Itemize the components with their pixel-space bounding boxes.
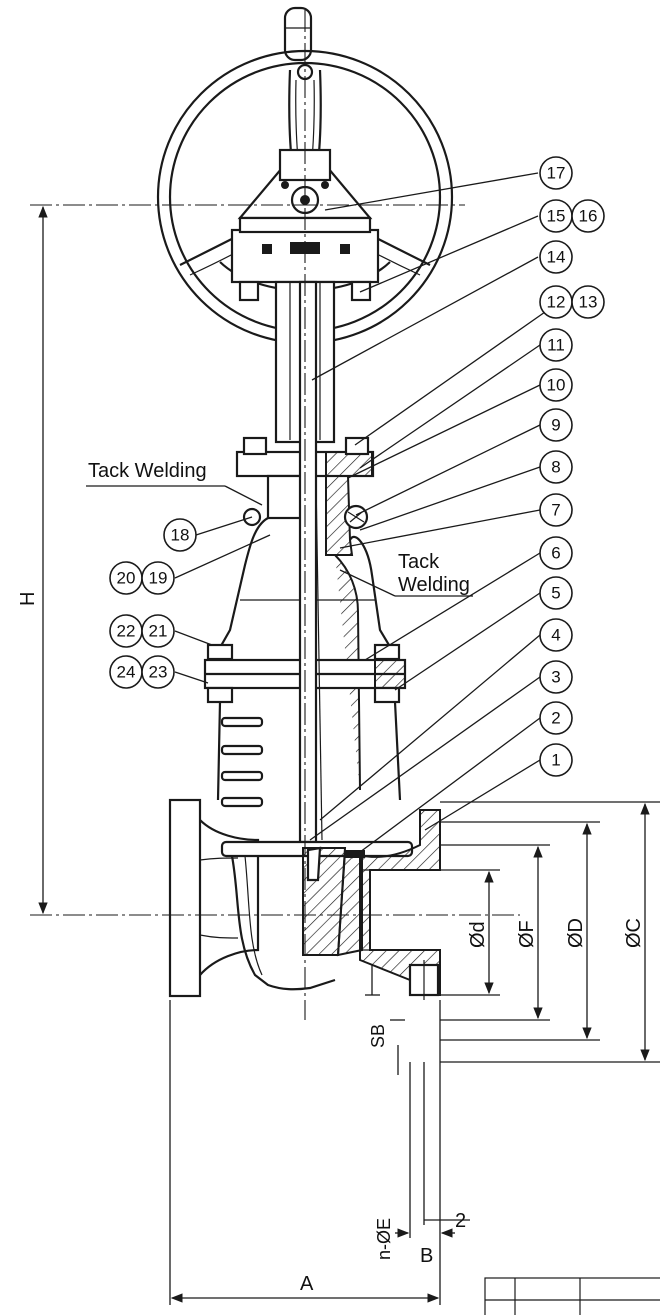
svg-text:20: 20 [117,569,136,588]
part-bubble-13: 13 [571,285,605,319]
part-bubble-9: 9 [539,408,573,442]
svg-text:10: 10 [547,376,566,395]
svg-text:22: 22 [117,622,136,641]
tack-welding-label-right-1: Tack [398,551,440,573]
svg-text:24: 24 [117,663,136,682]
svg-text:4: 4 [551,626,560,645]
left-flange [168,798,202,998]
valve-body [168,798,441,1000]
centre-lines [30,10,520,1020]
part-bubble-10: 10 [539,368,573,402]
dim-nE-label: n-ØE [374,1218,394,1260]
svg-text:14: 14 [547,248,566,267]
part-bubble-19: 19 [141,561,175,595]
part-bubble-18: 18 [163,518,197,552]
svg-text:11: 11 [547,336,565,355]
svg-text:13: 13 [579,293,598,312]
svg-text:1: 1 [551,751,560,770]
svg-text:21: 21 [149,622,168,641]
leader-lines [86,172,556,859]
part-bubble-8: 8 [539,450,573,484]
svg-text:17: 17 [547,164,566,183]
svg-text:2: 2 [551,709,560,728]
part-bubble-1: 1 [539,743,573,777]
svg-text:6: 6 [551,544,560,563]
svg-text:16: 16 [579,207,598,226]
part-bubble-16: 16 [571,199,605,233]
title-block [484,1277,660,1315]
svg-text:18: 18 [171,526,190,545]
svg-text:19: 19 [149,569,168,588]
dimension-lines [38,205,660,1315]
dim-D-label: ØD [565,918,587,948]
part-bubble-22: 22 [109,614,143,648]
svg-text:9: 9 [551,416,560,435]
dim-d-label: Ød [467,921,489,948]
part-bubble-4: 4 [539,618,573,652]
svg-text:12: 12 [547,293,566,312]
part-bubble-15: 15 [539,199,573,233]
dim-F-label: ØF [516,920,538,948]
part-bubble-21: 21 [141,614,175,648]
part-bubble-20: 20 [109,561,143,595]
dim-B-label: B [420,1245,433,1267]
part-bubble-23: 23 [141,655,175,689]
dim-H-label: H [17,592,39,606]
svg-text:15: 15 [547,207,566,226]
part-bubble-12: 12 [539,285,573,319]
part-bubble-24: 24 [109,655,143,689]
dim-2-label: 2 [455,1210,466,1232]
part-bubble-11: 11 [539,328,573,362]
dim-C-label: ØC [623,918,645,948]
part-bubble-7: 7 [539,493,573,527]
svg-text:8: 8 [551,458,560,477]
tack-welding-label-right-2: Welding [398,574,470,596]
tack-welding-label-left: Tack Welding [88,460,207,482]
svg-text:7: 7 [551,501,560,520]
dim-SB-label: SB [368,1024,388,1048]
part-bubble-5: 5 [539,576,573,610]
svg-text:23: 23 [149,663,168,682]
part-bubble-6: 6 [539,536,573,570]
part-bubble-3: 3 [539,660,573,694]
svg-text:3: 3 [551,668,560,687]
svg-text:5: 5 [551,584,560,603]
stem [298,280,318,844]
dim-A-label: A [300,1273,314,1295]
part-bubble-14: 14 [539,240,573,274]
part-bubble-17: 17 [539,156,573,190]
part-bubble-2: 2 [539,701,573,735]
